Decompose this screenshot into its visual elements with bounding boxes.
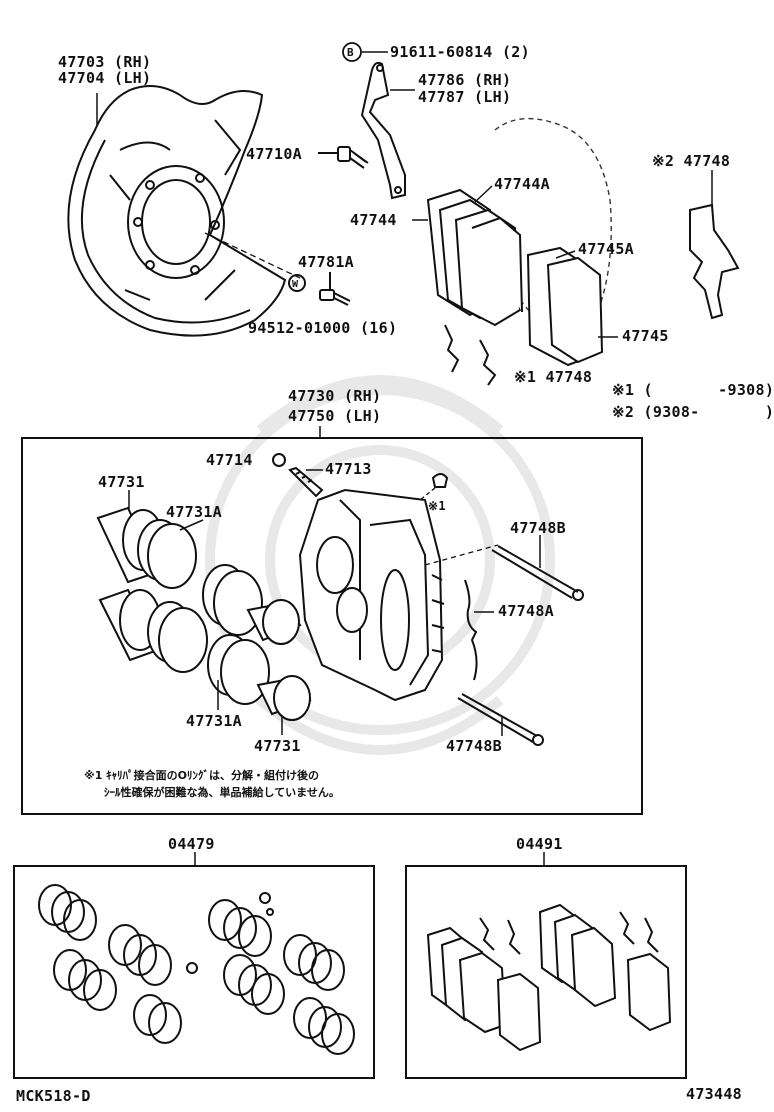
hose-bracket-drawing (360, 61, 406, 200)
seal-kit-drawing (38, 884, 355, 1055)
note2-range: ※2 (9308- ) (612, 403, 774, 421)
label-47745a: 47745A (578, 240, 634, 258)
label-47744a: 47744A (494, 175, 550, 193)
label-47710a: 47710A (246, 145, 302, 163)
label-47748-note2: ※2 47748 (652, 152, 731, 170)
label-47731a-bottom: 47731A (186, 712, 242, 730)
pad-kit-box (405, 865, 687, 1079)
label-hose-bracket-rh: 47786 (RH) (418, 71, 512, 89)
label-94512: 94512-01000 (16) (248, 319, 398, 337)
label-47714: 47714 (206, 451, 253, 469)
pad-kit-drawing (426, 903, 672, 1052)
dash-pin (424, 544, 499, 566)
leader-47745a (555, 250, 576, 259)
label-caliper-lh: 47750 (LH) (288, 407, 382, 425)
spring-clip-note2-drawing (689, 203, 740, 320)
pins-drawing (457, 545, 584, 746)
label-47744: 47744 (350, 211, 397, 229)
w-marker-letter: W (292, 279, 299, 290)
caliper-box (21, 437, 643, 815)
dash-line-shield (204, 232, 301, 279)
footer-code-left: MCK518-D (16, 1087, 91, 1105)
b-marker-letter: B (347, 46, 354, 59)
clip-47748a-drawing (464, 579, 478, 681)
dash-o-ring (419, 487, 436, 501)
dust-shield-drawing (67, 85, 287, 337)
caliper-note-line1: ※1 ｷｬﾘﾊﾟ接合面のOﾘﾝｸﾞは、分解・組付け後の (84, 769, 320, 782)
footer-code-right: 473448 (686, 1085, 742, 1103)
clips-note1-drawing (444, 324, 497, 386)
label-91611: 91611-60814 (2) (390, 43, 530, 61)
label-47781a: 47781A (298, 253, 354, 271)
label-47731-top: 47731 (98, 473, 145, 491)
caliper-note-line2: ｼｰﾙ性確保が困難な為、単品補給していません。 (104, 786, 340, 799)
label-pad-kit: 04491 (516, 835, 563, 853)
label-47748b-top: 47748B (510, 519, 566, 537)
washer-bolt-drawing (288, 272, 351, 306)
label-caliper-rh: 47730 (RH) (288, 387, 382, 405)
seal-kit-box (13, 865, 375, 1079)
label-47748b-bottom: 47748B (446, 737, 502, 755)
label-hose-bracket-lh: 47787 (LH) (418, 88, 512, 106)
label-47731-bottom: 47731 (254, 737, 301, 755)
label-seal-kit: 04479 (168, 835, 215, 853)
shims-drawing (526, 246, 604, 367)
label-47748-note1: ※1 47748 (514, 368, 593, 386)
bleeder-drawing (272, 453, 324, 498)
label-note1-mark: ※1 (428, 499, 446, 513)
label-shield-lh: 47704 (LH) (58, 69, 152, 87)
bolt-47710a-drawing (318, 146, 369, 169)
leader-47731a-a (179, 519, 204, 531)
label-47713: 47713 (325, 460, 372, 478)
b-marker-circle (342, 42, 362, 62)
label-47748a: 47748A (498, 602, 554, 620)
note1-range: ※1 ( -9308) (612, 381, 774, 399)
leader-47744a (474, 185, 493, 203)
label-47731a-top: 47731A (166, 503, 222, 521)
o-ring-drawing (431, 473, 449, 488)
pistons-seals-drawing (96, 506, 312, 721)
brake-pads-drawing (426, 188, 523, 327)
caliper-body-drawing (298, 488, 445, 702)
label-shield-rh: 47703 (RH) (58, 53, 152, 71)
label-47745: 47745 (622, 327, 669, 345)
